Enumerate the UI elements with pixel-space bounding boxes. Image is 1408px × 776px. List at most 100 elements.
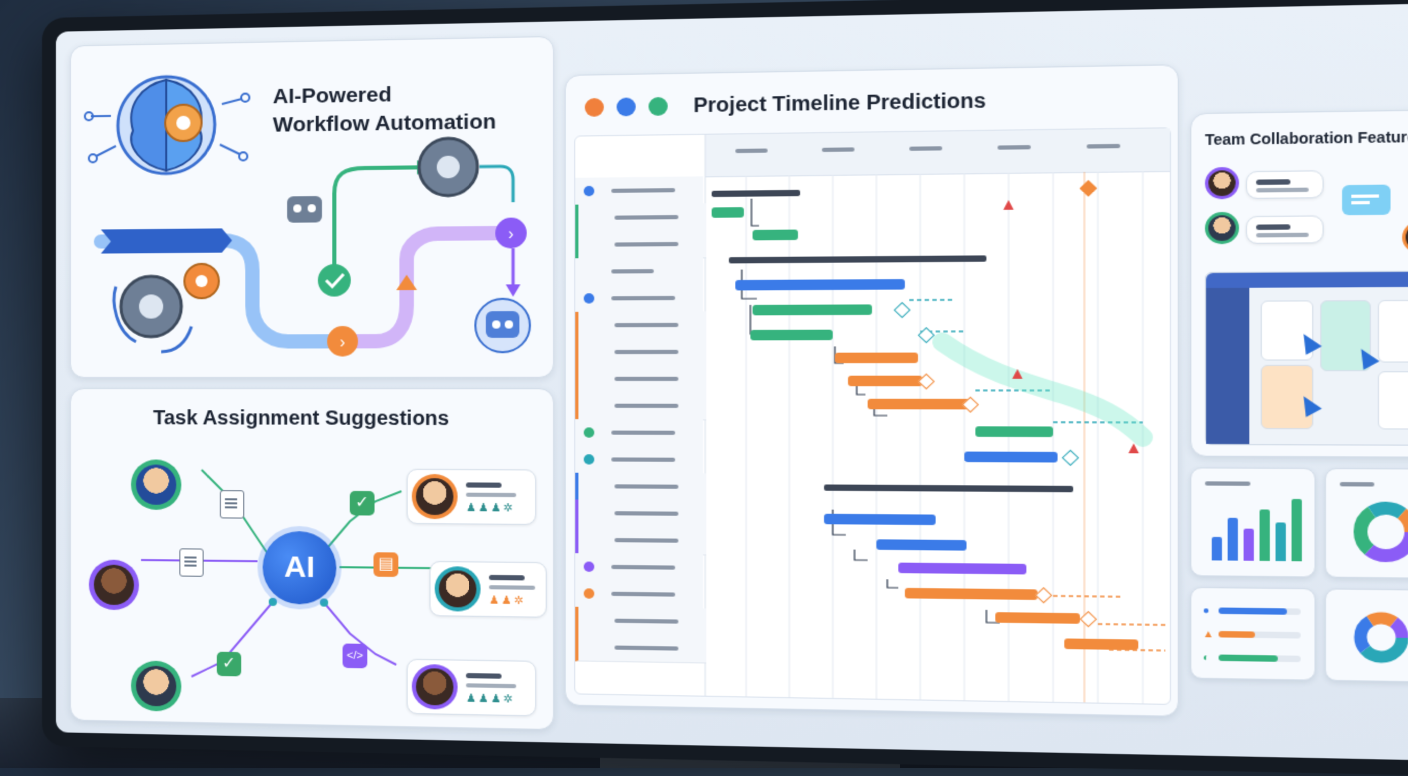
- avatar[interactable]: [1205, 167, 1239, 199]
- task-assignment-panel[interactable]: Task Assignment Suggestions AI: [70, 388, 554, 730]
- gear-icon: [419, 138, 477, 196]
- gantt-chart: ▲ ▲ ▲: [574, 127, 1171, 705]
- chat-bubble-icon: [1342, 185, 1390, 216]
- avatar[interactable]: [1205, 212, 1239, 244]
- task-bar[interactable]: [753, 304, 872, 315]
- team-icons: ♟♟✲: [489, 593, 526, 607]
- gantt-row-labels: [575, 176, 703, 664]
- task-row[interactable]: [575, 419, 703, 447]
- team-icons: ♟♟♟✲: [466, 501, 515, 515]
- timeline-panel[interactable]: Project Timeline Predictions: [565, 64, 1179, 717]
- avatar[interactable]: [131, 459, 181, 510]
- kanban-sidebar: [1206, 288, 1249, 444]
- task-row[interactable]: [575, 230, 706, 259]
- task-row[interactable]: [575, 257, 703, 286]
- ai-hub[interactable]: AI: [263, 531, 337, 605]
- avatar[interactable]: [1402, 221, 1408, 254]
- robot-icon-bottom: [475, 299, 530, 353]
- task-row[interactable]: [575, 392, 706, 420]
- task-row[interactable]: [575, 311, 706, 339]
- warning-icon[interactable]: ▲: [1009, 365, 1027, 384]
- task-row[interactable]: [575, 338, 706, 366]
- window-maximize-button[interactable]: [649, 97, 668, 116]
- task-bar[interactable]: [735, 279, 905, 290]
- task-bar[interactable]: [868, 399, 971, 410]
- summary-bar[interactable]: [712, 190, 800, 197]
- task-row[interactable]: [575, 473, 706, 502]
- task-bar[interactable]: [750, 330, 832, 341]
- window-close-button[interactable]: [585, 98, 604, 117]
- avatar: [412, 664, 458, 710]
- task-bar[interactable]: [964, 452, 1057, 463]
- kanban-card[interactable]: [1378, 300, 1408, 363]
- chat-message[interactable]: [1246, 170, 1324, 199]
- monitor: AI-Powered Workflow Automation: [42, 0, 1408, 776]
- task-row[interactable]: [575, 607, 706, 637]
- chart-bar: [1260, 509, 1270, 561]
- warning-icon[interactable]: ▲: [1125, 439, 1143, 458]
- task-bar[interactable]: [995, 612, 1080, 624]
- donut-chart-widget-2[interactable]: [1325, 588, 1408, 682]
- team-panel-title: Team Collaboration Features: [1205, 128, 1408, 148]
- team-collaboration-panel[interactable]: Team Collaboration Features: [1190, 109, 1408, 458]
- task-bar[interactable]: [876, 539, 966, 550]
- task-row[interactable]: [575, 526, 706, 555]
- progress-fill: [1219, 655, 1278, 662]
- window-minimize-button[interactable]: [617, 97, 636, 116]
- task-bar[interactable]: [835, 353, 918, 364]
- task-row[interactable]: [575, 365, 706, 393]
- task-bar[interactable]: [753, 230, 798, 241]
- kanban-toolbar: [1206, 272, 1408, 288]
- progress-fill: [1219, 631, 1255, 638]
- task-bar[interactable]: [1064, 638, 1138, 650]
- robot-icon: [287, 196, 322, 223]
- warning-icon[interactable]: ▲: [1000, 196, 1018, 215]
- task-bar[interactable]: [712, 207, 744, 218]
- task-row[interactable]: [575, 580, 703, 609]
- task-bar[interactable]: [898, 563, 1026, 575]
- assignee-card[interactable]: ♟♟✲: [429, 561, 546, 618]
- task-row[interactable]: [575, 446, 703, 475]
- progress-icon: ▲: [1203, 629, 1214, 641]
- task-bar[interactable]: [975, 426, 1053, 437]
- document-icon: [220, 490, 244, 518]
- task-row[interactable]: [575, 500, 706, 529]
- clipboard-icon: ▤: [374, 552, 399, 577]
- avatar[interactable]: [131, 660, 181, 711]
- kanban-card[interactable]: [1378, 371, 1408, 429]
- task-bar[interactable]: [824, 514, 936, 525]
- svg-text:›: ›: [340, 334, 345, 351]
- assignee-card[interactable]: ♟♟♟✲: [407, 659, 537, 717]
- chat-message[interactable]: [1246, 215, 1324, 244]
- workflow-diagram: › ›: [71, 37, 553, 377]
- task-row[interactable]: [575, 284, 703, 313]
- progress-fill: [1219, 607, 1287, 614]
- task-row[interactable]: [575, 634, 706, 664]
- svg-text:›: ›: [508, 226, 514, 244]
- kanban-board[interactable]: [1205, 271, 1408, 446]
- gear-icon-large: [121, 276, 181, 337]
- task-bar[interactable]: [905, 588, 1038, 600]
- task-bar[interactable]: [848, 376, 922, 387]
- task-row[interactable]: [575, 203, 706, 232]
- workflow-automation-panel[interactable]: AI-Powered Workflow Automation: [70, 36, 554, 378]
- dashboard-screen: AI-Powered Workflow Automation: [56, 3, 1408, 761]
- donut-chart-widget[interactable]: [1325, 468, 1408, 579]
- team-icons: ♟♟♟✲: [466, 691, 515, 705]
- avatar[interactable]: [89, 559, 139, 610]
- chart-bar: [1212, 537, 1222, 561]
- ai-hub-label: AI: [284, 550, 315, 584]
- progress-widget[interactable]: ● ▲ ◐: [1190, 587, 1315, 681]
- progress-icon: ●: [1203, 605, 1210, 617]
- check-icon: ✓: [217, 652, 241, 677]
- avatar: [412, 474, 458, 519]
- task-row[interactable]: [575, 553, 703, 582]
- donut-chart: [1326, 469, 1408, 578]
- task-row[interactable]: [575, 176, 703, 205]
- check-icon: ✓: [350, 491, 375, 516]
- chart-bar: [1244, 529, 1254, 561]
- avatar: [435, 566, 481, 612]
- bar-chart-widget[interactable]: [1190, 467, 1315, 577]
- progress-icon: ◐: [1203, 652, 1210, 664]
- assignee-card[interactable]: ♟♟♟✲: [407, 469, 537, 525]
